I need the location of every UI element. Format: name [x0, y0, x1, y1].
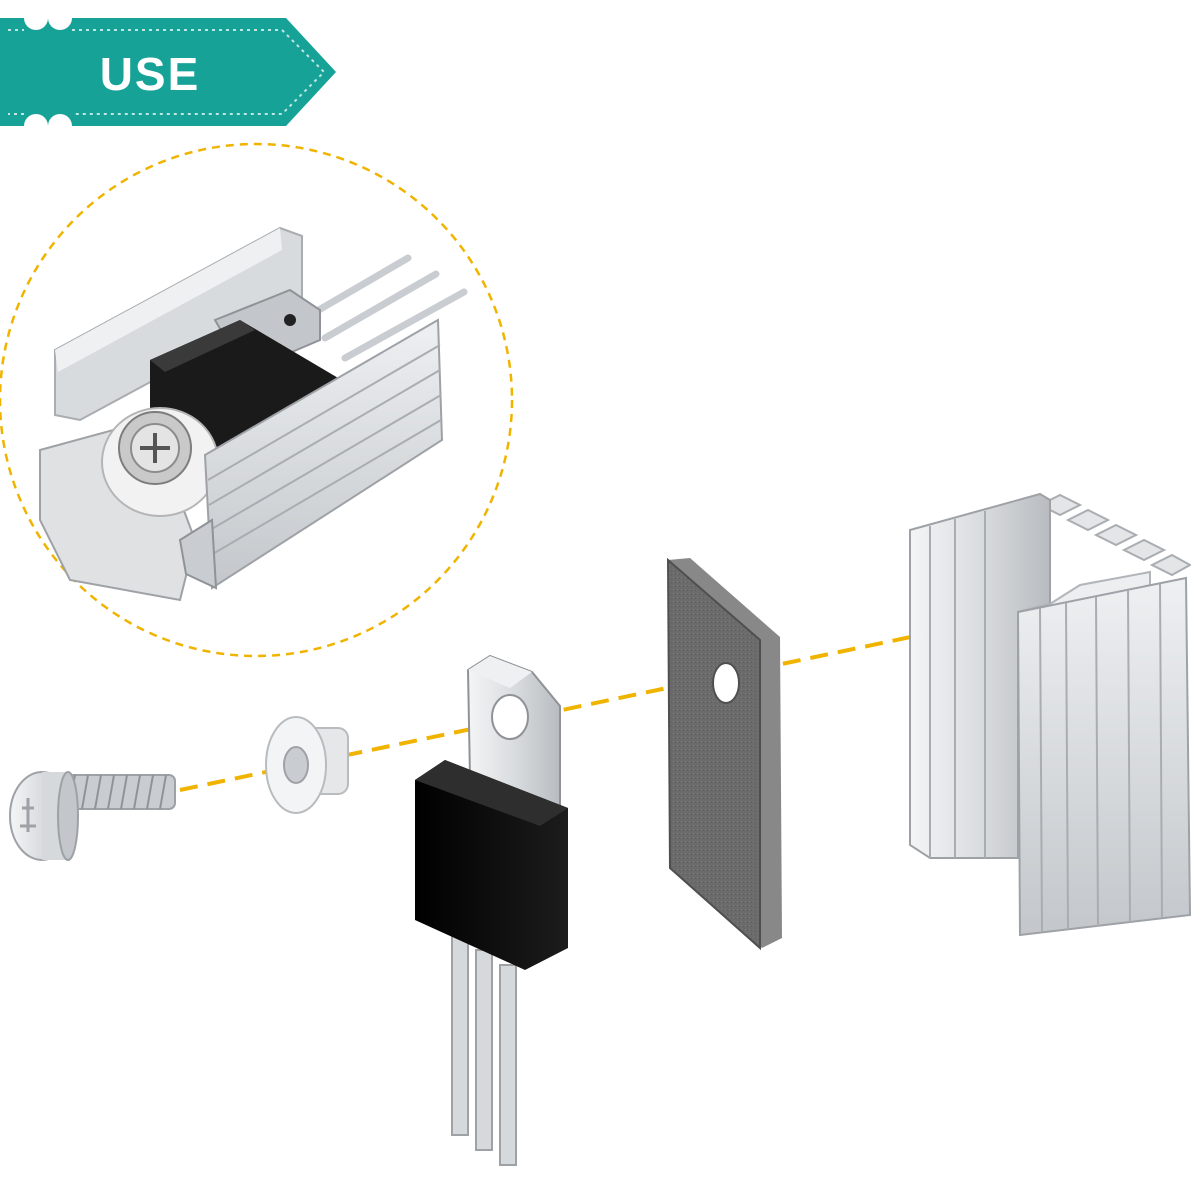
insulating-washer-icon	[265, 716, 349, 814]
thermal-pad-icon	[666, 557, 782, 951]
use-badge	[0, 6, 336, 138]
to220-transistor-icon	[415, 654, 568, 1166]
heatsink-icon	[909, 492, 1191, 937]
inset-assembled-view	[0, 142, 514, 658]
badge-label: USE	[99, 48, 201, 100]
screw-icon	[9, 771, 176, 861]
